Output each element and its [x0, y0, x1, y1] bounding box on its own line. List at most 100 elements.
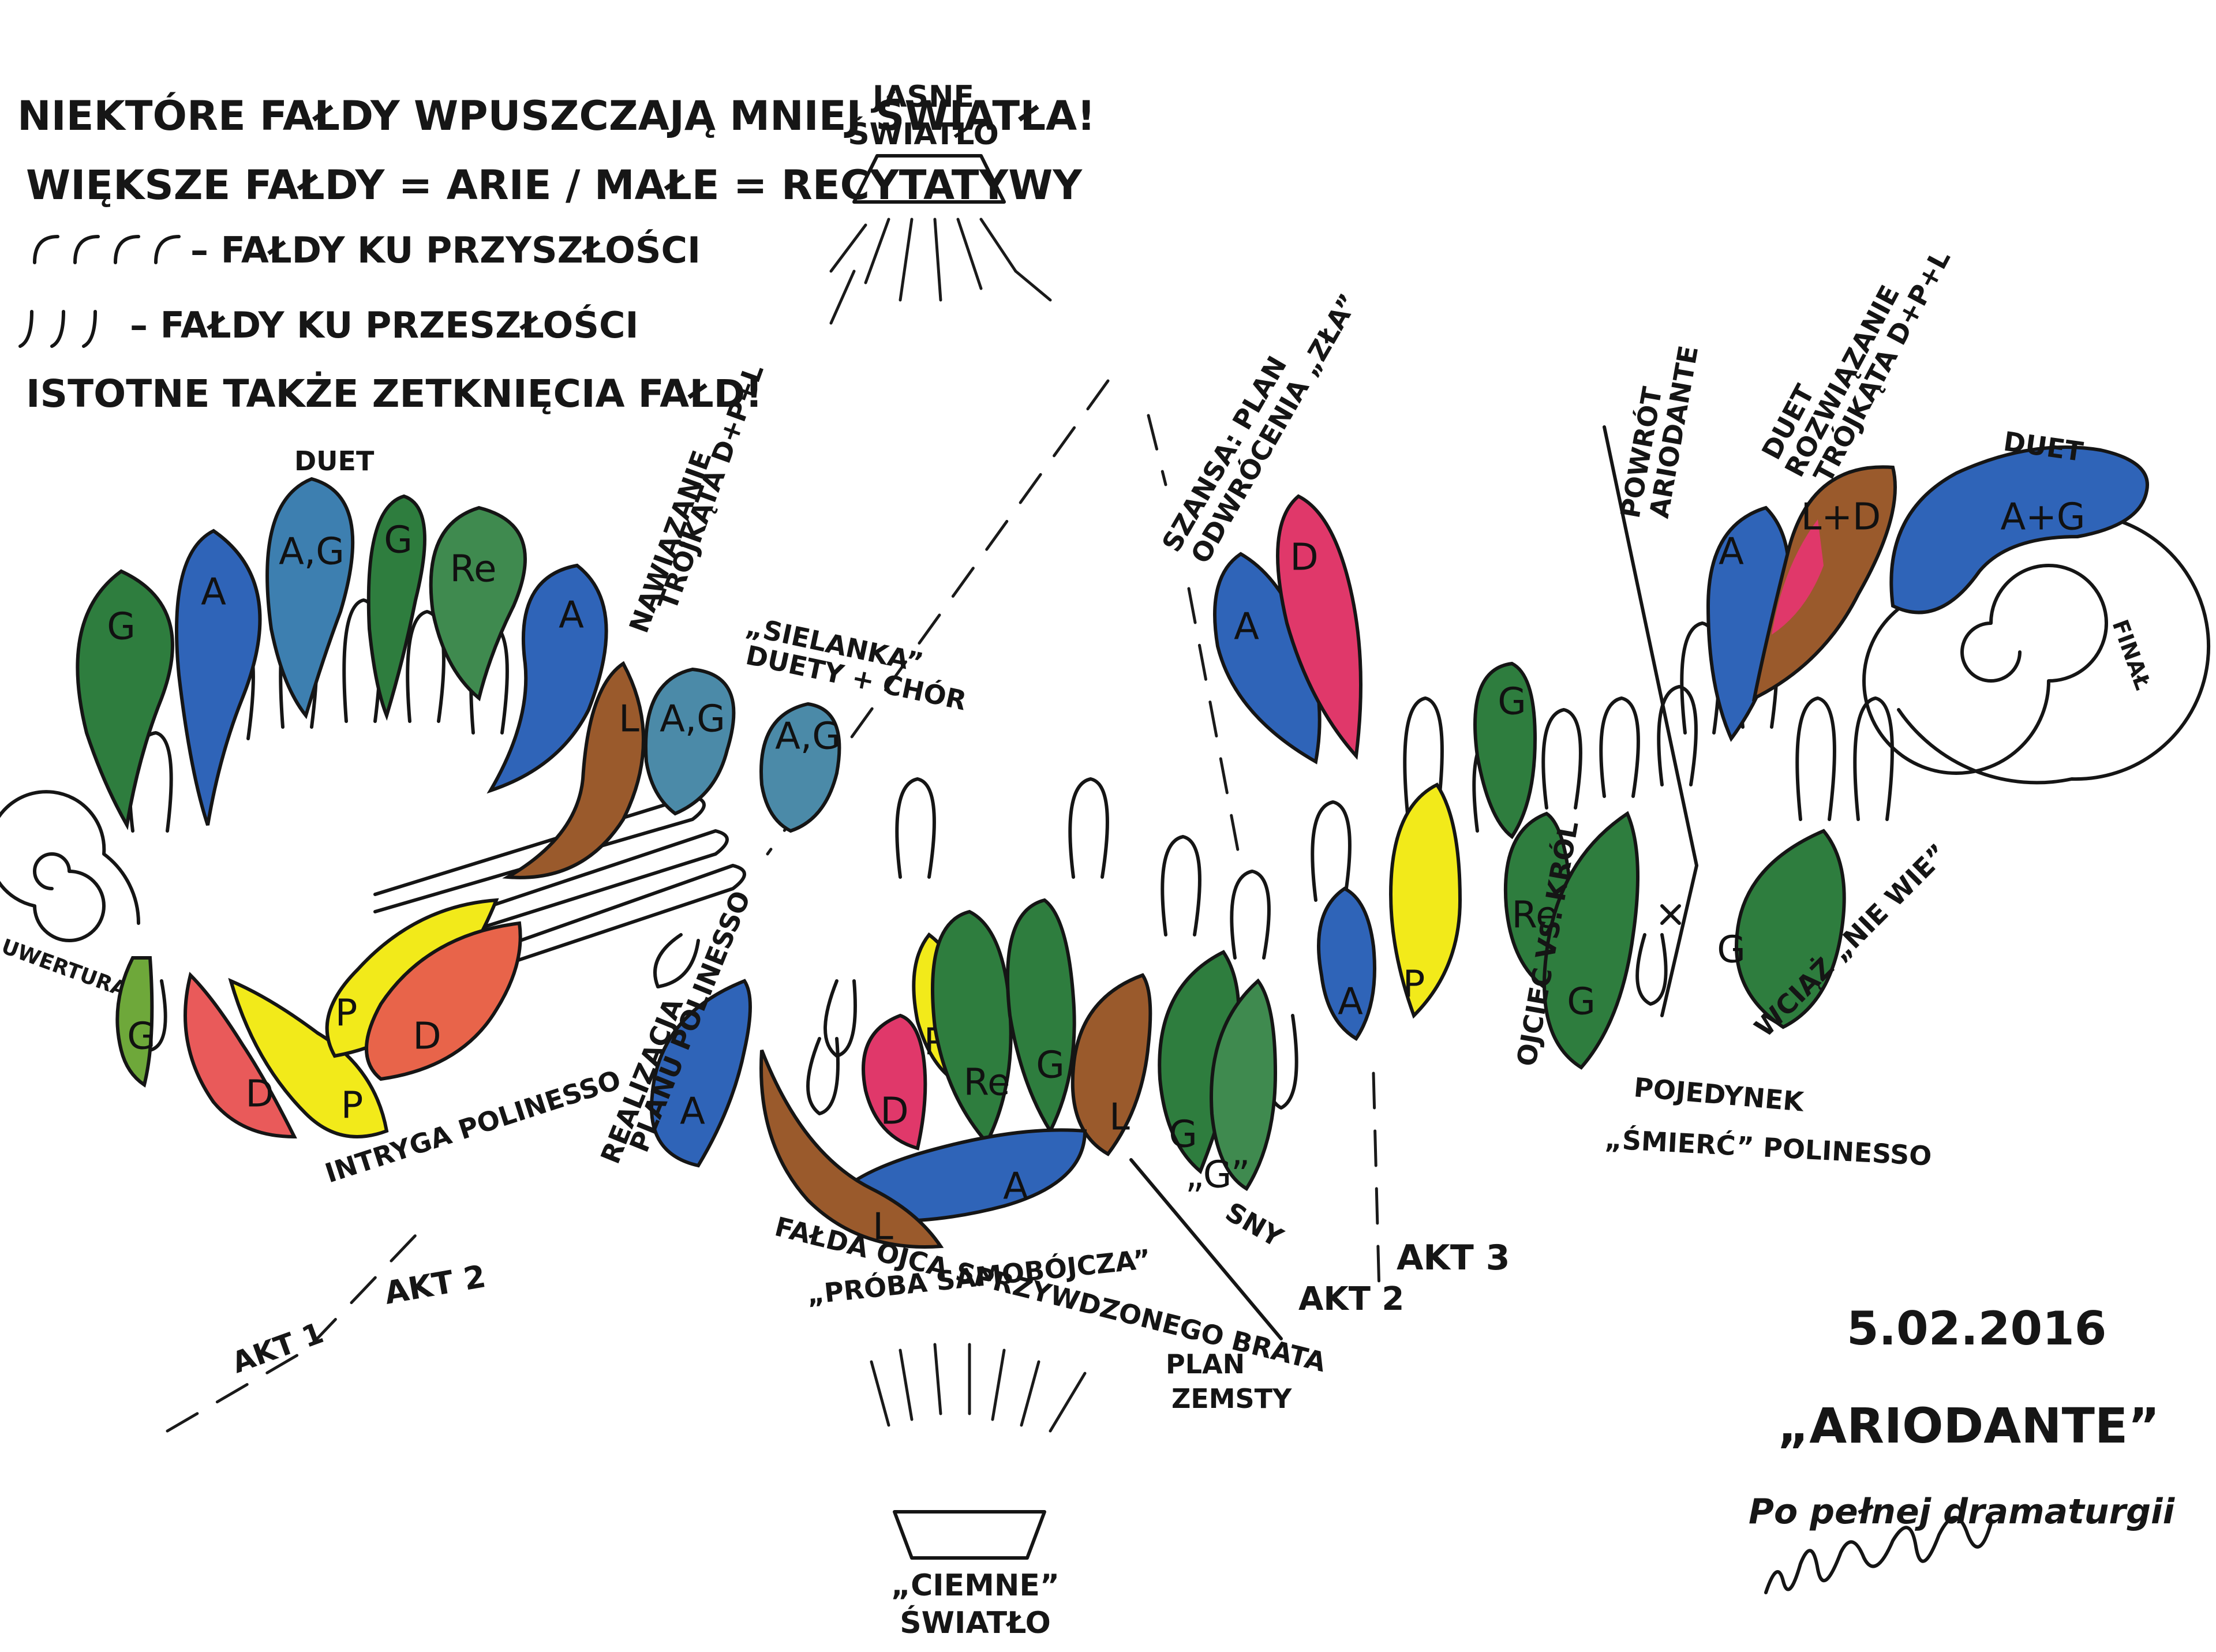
fold-16-letter: D [880, 1091, 908, 1133]
fold-20-letter: L [1109, 1096, 1130, 1139]
signature-block: 5.02.2016 „ARIODANTE” Po pełnej dramatur… [1749, 1302, 2176, 1594]
fold-25: A [1213, 552, 1322, 765]
fold-5-letter: Re [450, 548, 497, 591]
fold-7: L [502, 661, 645, 879]
fold-4-letter: G [384, 519, 413, 562]
fold-28: P [1388, 782, 1462, 1019]
fold-34-letter: A+G [2001, 496, 2086, 539]
fold-27: A [1317, 886, 1376, 1042]
akt2b-label: AKT 2 [1298, 1280, 1404, 1318]
past-arrows-icon [18, 310, 97, 348]
handwritten-signature [1764, 1516, 1993, 1594]
akt1-label: AKT 1 [227, 1316, 328, 1380]
date-text: 5.02.2016 [1847, 1302, 2106, 1355]
fold-35-letter: G [1717, 929, 1746, 972]
fold-3-letter: A,G [279, 531, 345, 574]
plan-zemsty-label-2: ZEMSTY [1171, 1383, 1292, 1414]
sny-label: SNY [1221, 1196, 1289, 1254]
pojedynek-label-1: POJEDYNEK [1633, 1072, 1806, 1118]
fold-28-letter: P [1403, 964, 1425, 1006]
fold-23-letter: G [1169, 1114, 1197, 1156]
fold-22: L [759, 1049, 944, 1249]
fold-7-letter: L [619, 698, 639, 741]
fold-2-letter: A [201, 571, 226, 614]
fold-32-letter: A [1719, 531, 1744, 574]
fold-2: A [175, 529, 262, 826]
legend: NIEKTÓRE FAŁDY WPUSZCZAJĄ MNIEJ ŚWIATŁA!… [17, 92, 1095, 416]
fold-14-letter: D [413, 1016, 441, 1058]
fold-22-letter: L [873, 1206, 893, 1249]
akt3-label: AKT 3 [1397, 1238, 1510, 1278]
bright-light-label-2: ŚWIATŁO [848, 116, 999, 152]
fold-21-letter: A [1003, 1166, 1028, 1208]
legend-line-3: – FAŁDY KU PRZYSZŁOŚCI [190, 229, 701, 271]
fold-16: D [862, 1013, 927, 1151]
title-text: „ARIODANTE” [1777, 1398, 2159, 1454]
fold-18-letter: Re [964, 1062, 1010, 1104]
dark-light-rays [870, 1343, 1087, 1433]
legend-line-4: – FAŁDY KU PRZESZŁOŚCI [130, 304, 639, 346]
fold-31-letter: G [1567, 981, 1596, 1024]
lamp-icon [852, 154, 1006, 204]
fold-27-letter: A [1338, 981, 1363, 1024]
fold-12-letter: P [341, 1085, 364, 1127]
fold-29-letter: G [1498, 681, 1526, 724]
fold-24-letter: „G” [1185, 1154, 1250, 1197]
fold-8: A,G [644, 667, 736, 816]
future-arrows-icon [33, 235, 181, 264]
fold-24: „G” [1185, 978, 1278, 1197]
fold-12: P [228, 977, 389, 1138]
colored-folds: G A A,G G Re A L A,G [76, 445, 2149, 1249]
fold-26-letter: D [1290, 537, 1318, 579]
fold-1-letter: G [107, 606, 136, 649]
legend-line-5: ISTOTNE TAKŻE ZETKNIĘCIA FAŁD! [26, 372, 762, 416]
fold-10-letter: G [127, 1016, 156, 1058]
light-rays [829, 218, 1052, 325]
fold-18: Re [931, 909, 1013, 1146]
fold-9-letter: A,G [775, 716, 841, 758]
fold-33-letter: L+D [1801, 496, 1881, 539]
annotations: DUET INTRYGA POLINESSO NAWIĄZANIE TROJKĄ… [227, 245, 2085, 1414]
fold-3: A,G [265, 477, 355, 720]
fold-4: G [366, 494, 426, 721]
fold-10: G [115, 956, 156, 1088]
fold-6: A [486, 563, 608, 794]
fold-26: D [1276, 494, 1362, 760]
overture-spiral: UWERTURA [0, 790, 140, 1002]
fold-19: G [1006, 898, 1076, 1135]
fold-25-letter: A [1234, 606, 1259, 649]
fold-35: G [1717, 829, 1846, 1029]
fold-8-letter: A,G [660, 698, 725, 741]
fold-33: L+D [1751, 465, 1897, 702]
akt2a-label: AKT 2 [381, 1258, 488, 1312]
final-label: FINAŁ [2108, 616, 2156, 693]
fold-6-letter: A [559, 594, 584, 637]
subtitle-text: Po pełnej dramaturgii [1749, 1492, 2176, 1532]
plan-zemsty-label-1: PLAN [1166, 1348, 1245, 1380]
fold-9: A,G [759, 702, 841, 833]
duet-trojkat-label-3: TRÓJKĄTA D+P+L [1807, 245, 1956, 488]
fold-20: L [1070, 973, 1152, 1156]
connector-lines [166, 414, 1698, 1433]
fold-11-letter: D [245, 1073, 274, 1116]
bright-light-label-1: JASNE [871, 80, 974, 114]
uwertura-label: UWERTURA [0, 935, 130, 1002]
fold-19-letter: G [1036, 1044, 1065, 1087]
legend-line-1: NIEKTÓRE FAŁDY WPUSZCZAJĄ MNIEJ ŚWIATŁA! [17, 92, 1095, 140]
fold-14: D [365, 921, 522, 1081]
dark-light-label-1: „CIEMNE” [891, 1568, 1060, 1603]
fold-1: G [76, 569, 174, 830]
szansa-label-2: ODWRÓCENIA „ZŁA” [1185, 289, 1365, 569]
dark-light-label-2: ŚWIATŁO [900, 1605, 1051, 1640]
duet-top-label: DUET [294, 445, 375, 477]
fold-31: G [1543, 811, 1639, 1070]
fold-15: A [650, 979, 752, 1168]
fold-15-letter: A [680, 1091, 705, 1133]
fold-29: G [1473, 661, 1537, 840]
dark-light: „CIEMNE” ŚWIATŁO [870, 1343, 1087, 1640]
fold-13-letter: P [335, 992, 358, 1035]
dark-lamp-icon [893, 1510, 1046, 1560]
fold-34: A+G [1889, 445, 2149, 615]
fold-11: D [184, 972, 297, 1139]
